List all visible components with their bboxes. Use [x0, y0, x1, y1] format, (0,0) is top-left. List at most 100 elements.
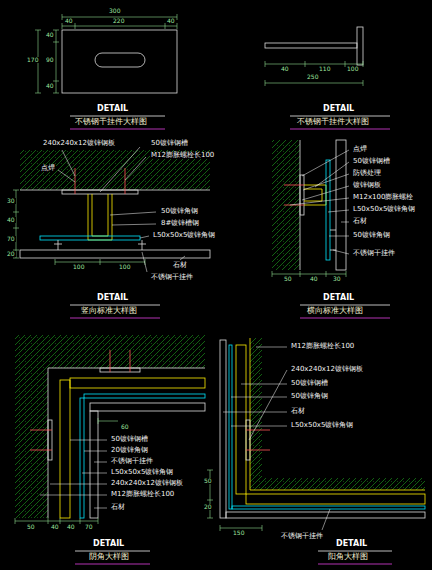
inside-corner-section [100, 368, 140, 372]
dimension-text: 50 [26, 524, 36, 530]
plate-detail [35, 14, 177, 93]
outside-corner-section [236, 345, 246, 494]
callout-label: 50镀锌钢槽 [290, 380, 329, 387]
inside-corner-section [15, 418, 118, 524]
callout-label: 防锈处理 [352, 170, 382, 177]
dimension-text: 100 [346, 66, 359, 72]
callout-label: 不锈钢干挂件 [150, 274, 194, 281]
inside-corner-section [15, 368, 48, 518]
vertical-section [75, 168, 125, 194]
dimension-text: 50 [203, 478, 213, 484]
dimension-text: 110 [318, 66, 331, 72]
dimension-text: 30 [6, 198, 16, 204]
inside-corner-section [84, 394, 205, 398]
detail-title: 阳角大样图 [327, 553, 369, 561]
vertical-section [20, 250, 210, 258]
detail-heading: DETAIL [335, 540, 368, 548]
dimension-text: 40 [45, 83, 55, 89]
callout-label: 镀锌钢板 [352, 182, 382, 189]
detail-title: 竖向标准大样图 [80, 307, 138, 315]
callout-label: 240x240x12镀锌钢板 [290, 366, 364, 373]
callout-label: 石材 [290, 408, 306, 415]
plate-detail [62, 30, 177, 93]
dimension-text: 220 [112, 18, 125, 24]
dimension-text: 40 [6, 217, 16, 223]
detail-heading: DETAIL [322, 294, 355, 302]
t-bracket-detail [265, 61, 363, 86]
dimension-text: 40 [66, 524, 76, 530]
horizontal-section [330, 230, 336, 250]
outside-corner-section [229, 345, 232, 509]
callout-label: 50镀锌角钢 [290, 393, 329, 400]
dimension-text: 40 [280, 66, 290, 72]
dimension-text: 50 [283, 276, 293, 282]
callout-label: L50x50x5镀锌角钢 [110, 469, 174, 476]
callout-label: L50x50x5镀锌角钢 [290, 422, 354, 429]
dimension-text: 100 [118, 264, 131, 270]
dimension-text: 40 [309, 276, 319, 282]
detail-title: 横向标准大样图 [306, 307, 364, 315]
detail-heading: DETAIL [92, 540, 125, 548]
detail-heading: DETAIL [96, 294, 129, 302]
callout-label: 石材 [110, 504, 126, 511]
callout-label: 50镀锌钢槽 [150, 140, 189, 147]
callout-label: 50镀锌钢槽 [110, 436, 149, 443]
outside-corner-section [262, 478, 425, 490]
dimension-text: 90 [45, 57, 55, 63]
dimension-text: 40 [45, 32, 55, 38]
callout-label: 不锈钢干挂件 [110, 458, 154, 465]
horizontal-section [272, 140, 349, 277]
outside-corner-section [223, 347, 330, 530]
dimension-text: 40 [64, 18, 74, 24]
t-bracket-detail [265, 27, 363, 86]
callout-label: 点焊 [40, 165, 56, 172]
callout-label: M12膨胀螺栓长100 [150, 152, 215, 159]
detail-title: 不锈钢干挂件大样图 [74, 118, 148, 126]
dimension-text: 40 [50, 524, 60, 530]
outside-corner-section [250, 338, 425, 490]
dimension-text: 70 [84, 524, 94, 530]
dimension-text: 20 [203, 504, 213, 510]
plate-detail [95, 53, 145, 67]
dimension-text: 20 [6, 251, 16, 257]
inside-corner-section [70, 378, 205, 388]
outside-corner-section [246, 430, 270, 450]
horizontal-section [290, 150, 349, 254]
vertical-section [40, 236, 140, 240]
horizontal-section [326, 160, 330, 260]
callout-label: M12x100膨胀螺栓 [352, 194, 414, 201]
callout-label: 50镀锌钢槽 [352, 158, 391, 165]
callout-label: 点焊 [352, 146, 368, 153]
callout-label: 240x240x12镀锌钢板 [42, 140, 116, 147]
dimension-text: 70 [6, 236, 16, 242]
plate-detail [35, 14, 177, 93]
outside-corner-section [226, 512, 425, 518]
horizontal-section [284, 185, 304, 205]
callout-label: L50x50x5镀锌角钢 [352, 206, 416, 213]
horizontal-section [336, 140, 346, 270]
callout-label: 20镀锌角钢 [110, 447, 149, 454]
inside-corner-section [90, 411, 98, 518]
detail-title: 不锈钢干挂件大样图 [296, 118, 370, 126]
vertical-section [88, 194, 112, 240]
outside-corner-section [220, 340, 226, 518]
dimension-text: 30 [332, 276, 342, 282]
callout-label: 石材 [172, 262, 188, 269]
horizontal-section [300, 175, 304, 215]
outside-corner-section [207, 470, 262, 531]
callout-label: 50镀锌角钢 [160, 208, 199, 215]
inside-corner-section [40, 440, 107, 508]
outside-corner-section [232, 506, 425, 509]
inside-corner-section [48, 420, 52, 460]
inside-corner-section [48, 368, 205, 518]
vertical-section [54, 240, 146, 250]
outside-corner-section [250, 338, 262, 490]
inside-corner-section [15, 335, 205, 524]
callout-label: 50镀锌角钢 [352, 232, 391, 239]
detail-heading: DETAIL [322, 105, 355, 113]
callout-label: M12膨胀螺栓长100 [290, 343, 355, 350]
dimension-text: 100 [72, 264, 85, 270]
outside-corner-section [246, 494, 425, 504]
